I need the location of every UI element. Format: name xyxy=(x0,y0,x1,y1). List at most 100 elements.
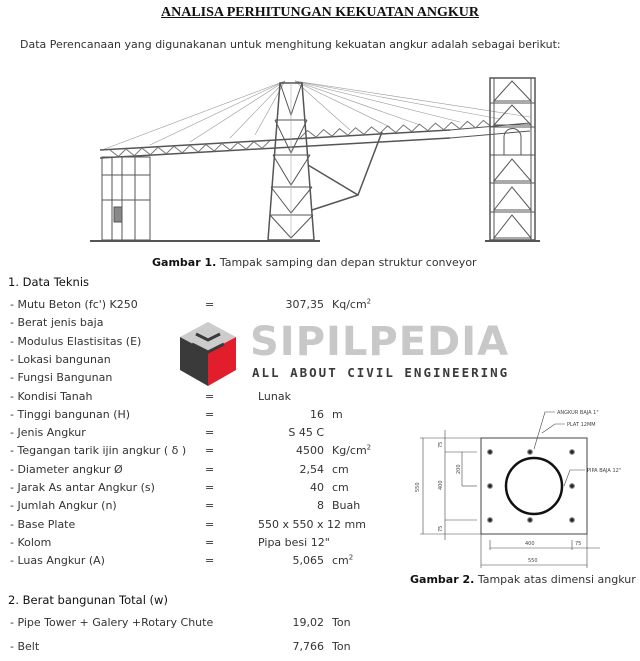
unit-text: m xyxy=(332,407,343,421)
row-value: Lunak xyxy=(258,389,291,403)
dim-75-horizontal: 75 xyxy=(575,541,581,547)
row-value: 2,54 xyxy=(299,462,325,476)
data-row: - Kondisi Tanah = Lunak xyxy=(10,390,410,406)
row-value: Pipa besi 12" xyxy=(258,535,330,549)
data-row: - Diameter angkur Ø = 2,54 cm xyxy=(10,463,410,479)
unit-text: cm xyxy=(332,554,349,568)
figure1-caption-text: Tampak samping dan depan struktur convey… xyxy=(219,256,477,269)
data-row: - Luas Angkur (A) = 5,065 cm2 xyxy=(10,554,410,570)
data-row: - Kolom = Pipa besi 12" xyxy=(10,536,410,552)
data-row: - Pipe Tower + Galery +Rotary Chute 19,02… xyxy=(10,616,410,632)
row-value: 307,35 xyxy=(285,298,325,311)
figure2-caption-text: Tampak atas dimensi angkur xyxy=(477,573,636,586)
figure2-caption: Gambar 2. Tampak atas dimensi angkur xyxy=(410,573,636,586)
data-row: - Tinggi bangunan (H) = 16 m xyxy=(10,408,410,424)
equals-sign: = xyxy=(205,535,215,549)
dim-400-vertical: 400 xyxy=(438,480,444,490)
equals-sign: = xyxy=(205,462,215,476)
row-label: - Tinggi bangunan (H) xyxy=(10,407,131,421)
unit-text: Kg/cm xyxy=(332,444,367,458)
equals-sign: = xyxy=(205,298,215,311)
row-unit: Kg/cm2 xyxy=(332,444,371,458)
equals-sign: = xyxy=(205,389,215,403)
equals-sign: = xyxy=(205,426,215,440)
row-value: 19,02 xyxy=(292,616,325,629)
data-row: - Fungsi Bangunan xyxy=(10,371,410,387)
unit-text: cm xyxy=(332,462,349,476)
row-label: - Lokasi bangunan xyxy=(10,352,111,366)
row-label: - Jenis Angkur xyxy=(10,426,86,440)
anchor-annotation: ANGKUR BAJA 1" xyxy=(557,410,599,416)
data-row: - Jenis Angkur = S 45 C xyxy=(10,426,410,442)
dim-75-bottom: 75 xyxy=(438,526,444,532)
row-label: - Base Plate xyxy=(10,517,76,531)
base-plate-drawing: ANGKUR BAJA 1" PLAT 12MM PIPA BAJA 12" 5… xyxy=(415,410,621,568)
watermark-tagline: ALL ABOUT CIVIL ENGINEERING xyxy=(252,365,510,380)
dim-400-horizontal: 400 xyxy=(525,541,535,547)
row-unit: Ton xyxy=(332,640,351,654)
row-label: - Mutu Beton (fc') K250 xyxy=(10,298,138,311)
equals-sign: = xyxy=(205,517,215,531)
unit-text: Kq/cm xyxy=(332,298,367,311)
unit-superscript: 2 xyxy=(366,297,372,306)
row-label: - Belt xyxy=(10,640,40,653)
equals-sign: = xyxy=(205,407,215,421)
row-unit: Buah xyxy=(332,499,360,513)
row-unit: cm xyxy=(332,481,349,495)
anchor-bolt xyxy=(569,483,575,489)
row-value: S 45 C xyxy=(288,426,324,440)
row-value: 5,065 xyxy=(292,554,325,568)
row-label: - Fungsi Bangunan xyxy=(10,371,113,385)
figure2-label: Gambar 2. xyxy=(410,573,475,586)
pipe-annotation: PIPA BAJA 12" xyxy=(587,468,621,474)
data-row: - Lokasi bangunan xyxy=(10,353,410,369)
anchor-bolt xyxy=(527,517,533,523)
row-value: 16 xyxy=(310,407,324,421)
row-unit: m xyxy=(332,408,343,422)
anchor-bolt xyxy=(569,517,575,523)
row-unit: cm2 xyxy=(332,554,353,568)
row-label: - Jumlah Angkur (n) xyxy=(10,499,117,513)
intro-text: Data Perencanaan yang digunakanan untuk … xyxy=(20,38,561,51)
dim-75-top: 75 xyxy=(438,442,444,448)
unit-text: cm xyxy=(332,481,349,494)
data-row: - Modulus Elastisitas (E) xyxy=(10,335,410,351)
data-row: - Berat jenis baja xyxy=(10,316,410,332)
row-label: - Jarak As antar Angkur (s) xyxy=(10,481,155,494)
row-value: 8 xyxy=(317,499,324,513)
row-label: - Modulus Elastisitas (E) xyxy=(10,334,142,348)
page-title: ANALISA PERHITUNGAN KEKUATAN ANGKUR xyxy=(160,5,479,20)
anchor-bolt xyxy=(569,449,575,455)
sipilpedia-logo-icon xyxy=(180,322,236,386)
anchor-bolt xyxy=(487,449,493,455)
equals-sign: = xyxy=(205,499,215,513)
equals-sign: = xyxy=(205,554,215,568)
row-value: 7,766 xyxy=(292,640,325,653)
data-row: - Jumlah Angkur (n) = 8 Buah xyxy=(10,499,410,515)
row-label: - Diameter angkur Ø xyxy=(10,462,123,476)
data-row: - Belt 7,766 Ton xyxy=(10,640,410,656)
figure1-label: Gambar 1. xyxy=(152,256,217,269)
anchor-bolt xyxy=(487,483,493,489)
row-value: 4500 xyxy=(296,444,324,458)
row-label: - Kolom xyxy=(10,535,52,549)
anchor-bolt xyxy=(527,449,533,455)
row-label: - Luas Angkur (A) xyxy=(10,554,105,568)
row-label: - Pipe Tower + Galery +Rotary Chute xyxy=(10,616,214,629)
data-row: - Base Plate=550 x 550 x 12 mm xyxy=(10,518,410,534)
dim-550-horizontal: 550 xyxy=(528,558,538,564)
section1-heading: 1. Data Teknis xyxy=(8,275,90,289)
row-label: - Tegangan tarik ijin angkur ( δ ) xyxy=(10,444,187,458)
unit-superscript: 2 xyxy=(348,553,354,562)
row-label: - Berat jenis baja xyxy=(10,316,104,330)
row-unit: Ton xyxy=(332,616,351,630)
plate-annotation: PLAT 12MM xyxy=(567,422,596,428)
unit-superscript: 2 xyxy=(366,443,372,452)
dim-550-vertical: 550 xyxy=(415,482,421,492)
conveyor-structure-drawing xyxy=(90,77,540,242)
row-label: - Kondisi Tanah xyxy=(10,389,93,403)
equals-sign: = xyxy=(205,481,215,494)
